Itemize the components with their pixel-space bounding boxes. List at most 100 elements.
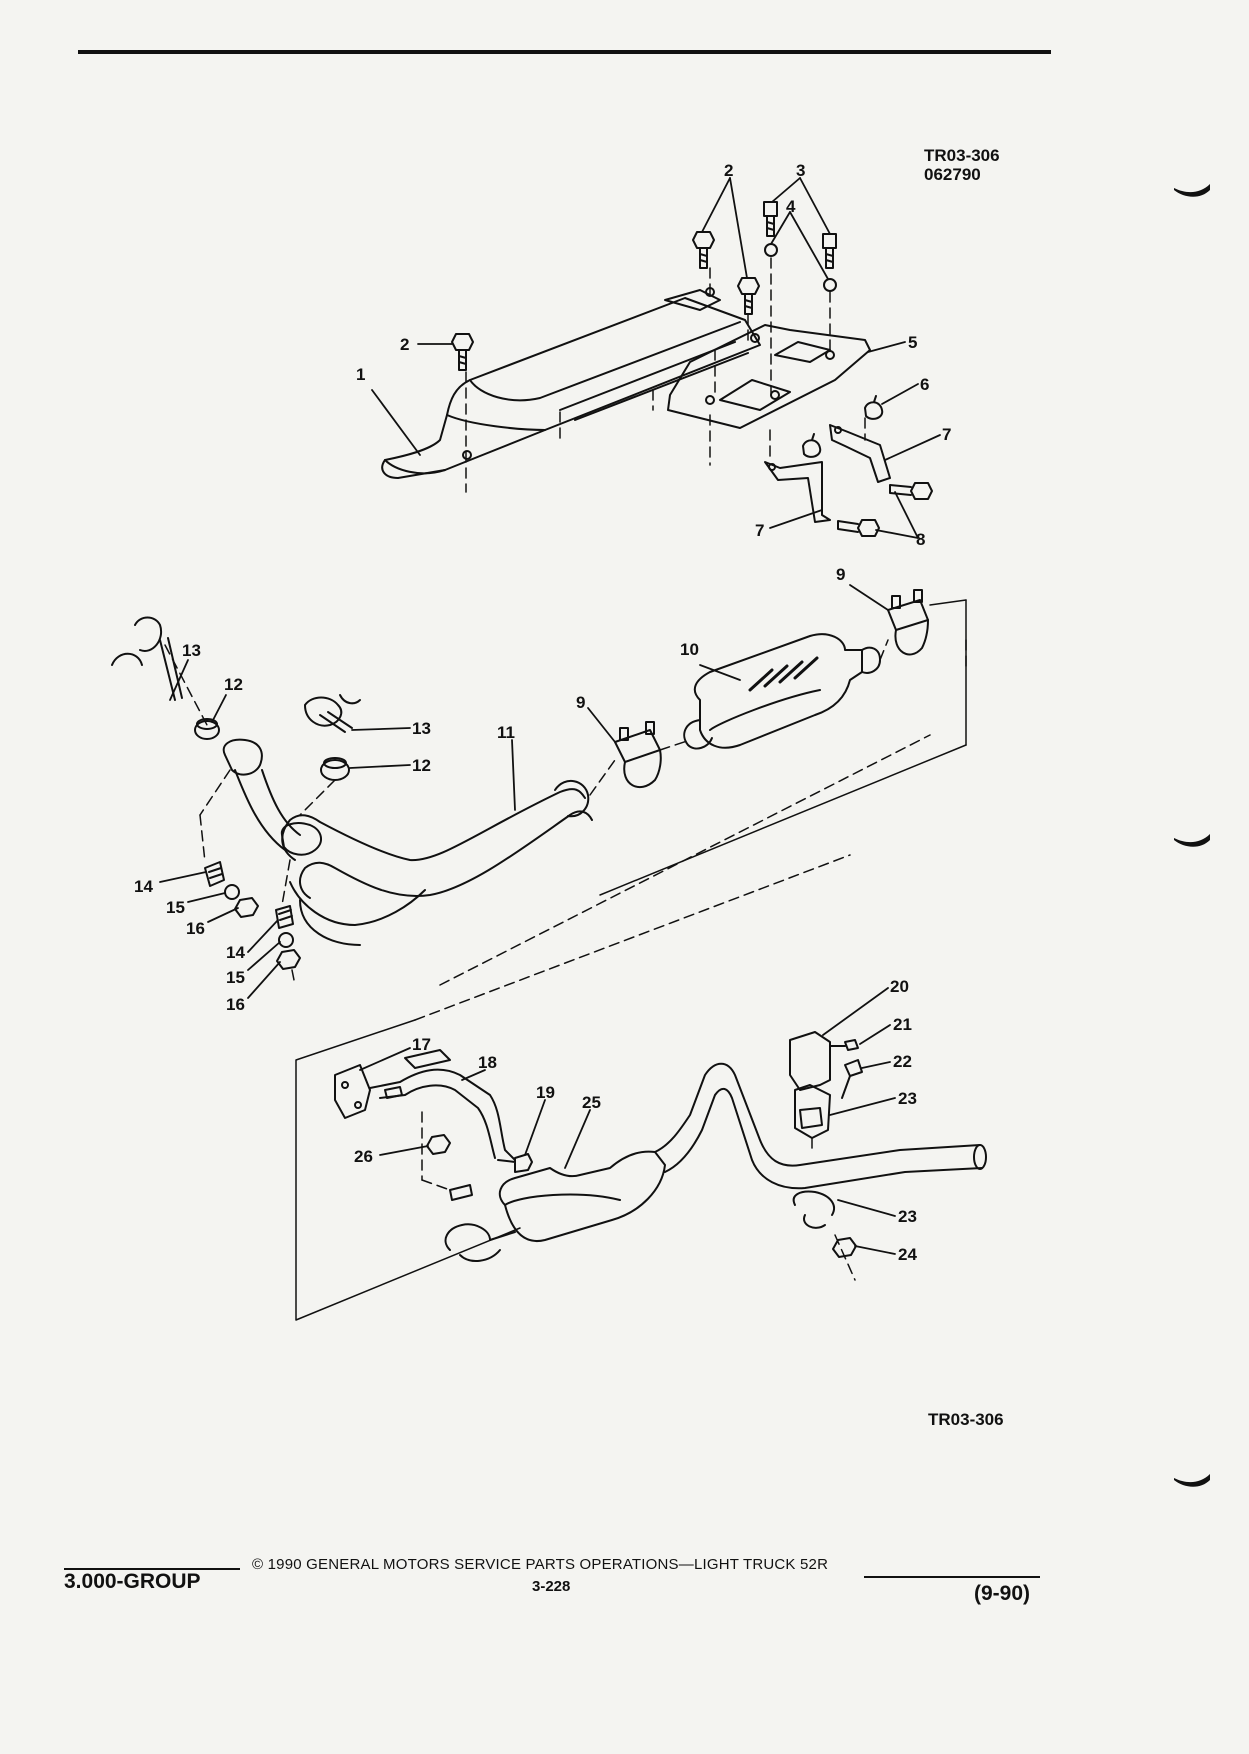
callout-23-upper: 23 <box>898 1089 917 1108</box>
callout-7-right: 7 <box>942 425 951 444</box>
bolt-19-icon <box>497 1153 533 1173</box>
callout-14-lower: 14 <box>226 943 245 962</box>
clip-6-a <box>864 395 884 420</box>
callout-5: 5 <box>908 333 917 352</box>
catalytic-converter-10 <box>693 633 863 749</box>
bracket-7-rear-hole <box>834 426 842 434</box>
binder-tab-mark-3 <box>1174 1474 1210 1487</box>
stud-lower-b <box>449 1184 473 1201</box>
bracket-7-front-hole <box>768 463 776 471</box>
perspective-frame-middle <box>599 599 967 896</box>
figure-date-code: 062790 <box>924 165 981 184</box>
callout-9-front: 9 <box>576 693 585 712</box>
callout-15-lower: 15 <box>226 968 245 987</box>
alignment-lines-upper <box>465 257 866 493</box>
callout-2-top: 2 <box>724 161 733 180</box>
exhaust-pipe-11-end <box>554 780 590 818</box>
exhaust-pipe-11 <box>281 788 586 862</box>
callout-12-right: 12 <box>412 756 431 775</box>
perspective-dash-lower <box>414 854 851 1021</box>
callout-6: 6 <box>920 375 929 394</box>
hanger-23-upper-clip <box>799 1107 823 1129</box>
washer-15-b-icon <box>278 932 294 948</box>
figure-code-bottom: TR03-306 <box>928 1410 1004 1429</box>
clamp-9-front-icon <box>614 721 662 789</box>
bolt-2-a-icon <box>692 231 715 269</box>
bolt-21-icon <box>829 1039 859 1051</box>
callout-17: 17 <box>412 1035 431 1054</box>
heat-shield-5-hole-b <box>770 390 780 400</box>
callout-labels: 2 3 4 2 1 5 6 7 7 8 9 10 9 11 13 12 13 1… <box>134 161 951 1264</box>
hanger-13-left-icon <box>111 616 183 701</box>
footer-right-rule <box>864 1576 1040 1578</box>
insulator-12-left-icon <box>194 718 220 740</box>
nut-24-icon <box>832 1237 857 1258</box>
insulator-12-right-icon <box>320 757 350 781</box>
muffler-25-shell <box>504 1193 621 1206</box>
callout-26: 26 <box>354 1147 373 1166</box>
tailpipe-lower <box>664 1087 983 1190</box>
stud-14-a-icon <box>204 861 225 887</box>
footer-copyright: © 1990 GENERAL MOTORS SERVICE PARTS OPER… <box>252 1556 829 1573</box>
callout-16-upper: 16 <box>186 919 205 938</box>
leader-lines <box>159 177 941 1255</box>
callout-11: 11 <box>497 723 515 742</box>
callout-16-lower: 16 <box>226 995 245 1014</box>
nut-26-icon <box>426 1134 451 1155</box>
callout-1: 1 <box>356 365 365 384</box>
callout-9-rear: 9 <box>836 565 845 584</box>
callout-10: 10 <box>680 640 699 659</box>
exhaust-pipe-group <box>111 589 929 970</box>
exhaust-pipe-11-lower <box>298 810 593 899</box>
muffler-group <box>295 854 987 1321</box>
callout-2-left: 2 <box>400 335 409 354</box>
figure-code-block: TR03-306 062790 <box>924 146 1000 184</box>
stud-lower-a <box>384 1086 403 1099</box>
binder-tab-mark-1 <box>1174 184 1210 197</box>
callout-13-right: 13 <box>412 719 431 738</box>
bolt-3-b-icon <box>822 233 837 269</box>
callout-3: 3 <box>796 161 805 180</box>
heat-shield-1-tab <box>664 289 721 311</box>
hanger-23-upper <box>794 1084 831 1139</box>
bolt-22-icon <box>841 1059 863 1099</box>
callout-14-upper: 14 <box>134 877 153 896</box>
heat-shield-group <box>381 287 891 523</box>
callout-23-lower: 23 <box>898 1207 917 1226</box>
catalytic-converter-10-inlet <box>683 719 713 750</box>
heat-shield-1 <box>384 297 761 475</box>
nut-16-b-icon <box>276 949 301 970</box>
bolt-8-a-icon <box>889 482 933 500</box>
exhaust-pipe-11-branch-b <box>289 881 426 946</box>
footer-group: 3.000-GROUP <box>64 1570 201 1593</box>
clamp-9-rear-icon <box>887 589 929 656</box>
heat-shield-1-top <box>469 321 741 402</box>
bracket-20 <box>789 1031 831 1091</box>
footer-page-number: 3-228 <box>532 1578 571 1595</box>
fastener-group-upper <box>451 201 933 537</box>
bolt-2-c-icon <box>451 333 474 371</box>
heat-shield-1-edge <box>446 414 546 431</box>
bracket-17-hole-a <box>341 1081 349 1089</box>
muffler-25-inlet-pipe <box>459 1249 501 1262</box>
heat-shield-5-hole-c <box>825 350 835 360</box>
washer-4-b-icon <box>823 278 837 292</box>
callout-19: 19 <box>536 1083 555 1102</box>
heat-shield-1-hole-c <box>750 333 760 343</box>
callout-13-left: 13 <box>182 641 201 660</box>
callout-12-left: 12 <box>224 675 243 694</box>
heat-shield-1-end <box>381 459 446 479</box>
hanger-13-right-icon <box>304 694 361 733</box>
footer-date: (9-90) <box>974 1582 1031 1605</box>
tailpipe <box>654 1062 981 1167</box>
heat-shield-5-slot <box>774 341 831 363</box>
footer-left-rule <box>64 1568 240 1570</box>
heat-shield-1-hole-a <box>462 450 472 460</box>
heat-shield-5-inner <box>719 379 791 411</box>
hanger-18 <box>369 1068 516 1161</box>
washer-4-a-icon <box>764 243 778 257</box>
hanger-23-lower-ring <box>803 1214 826 1229</box>
catalytic-converter-10-ribs <box>748 656 819 692</box>
flange-upper <box>222 738 263 776</box>
